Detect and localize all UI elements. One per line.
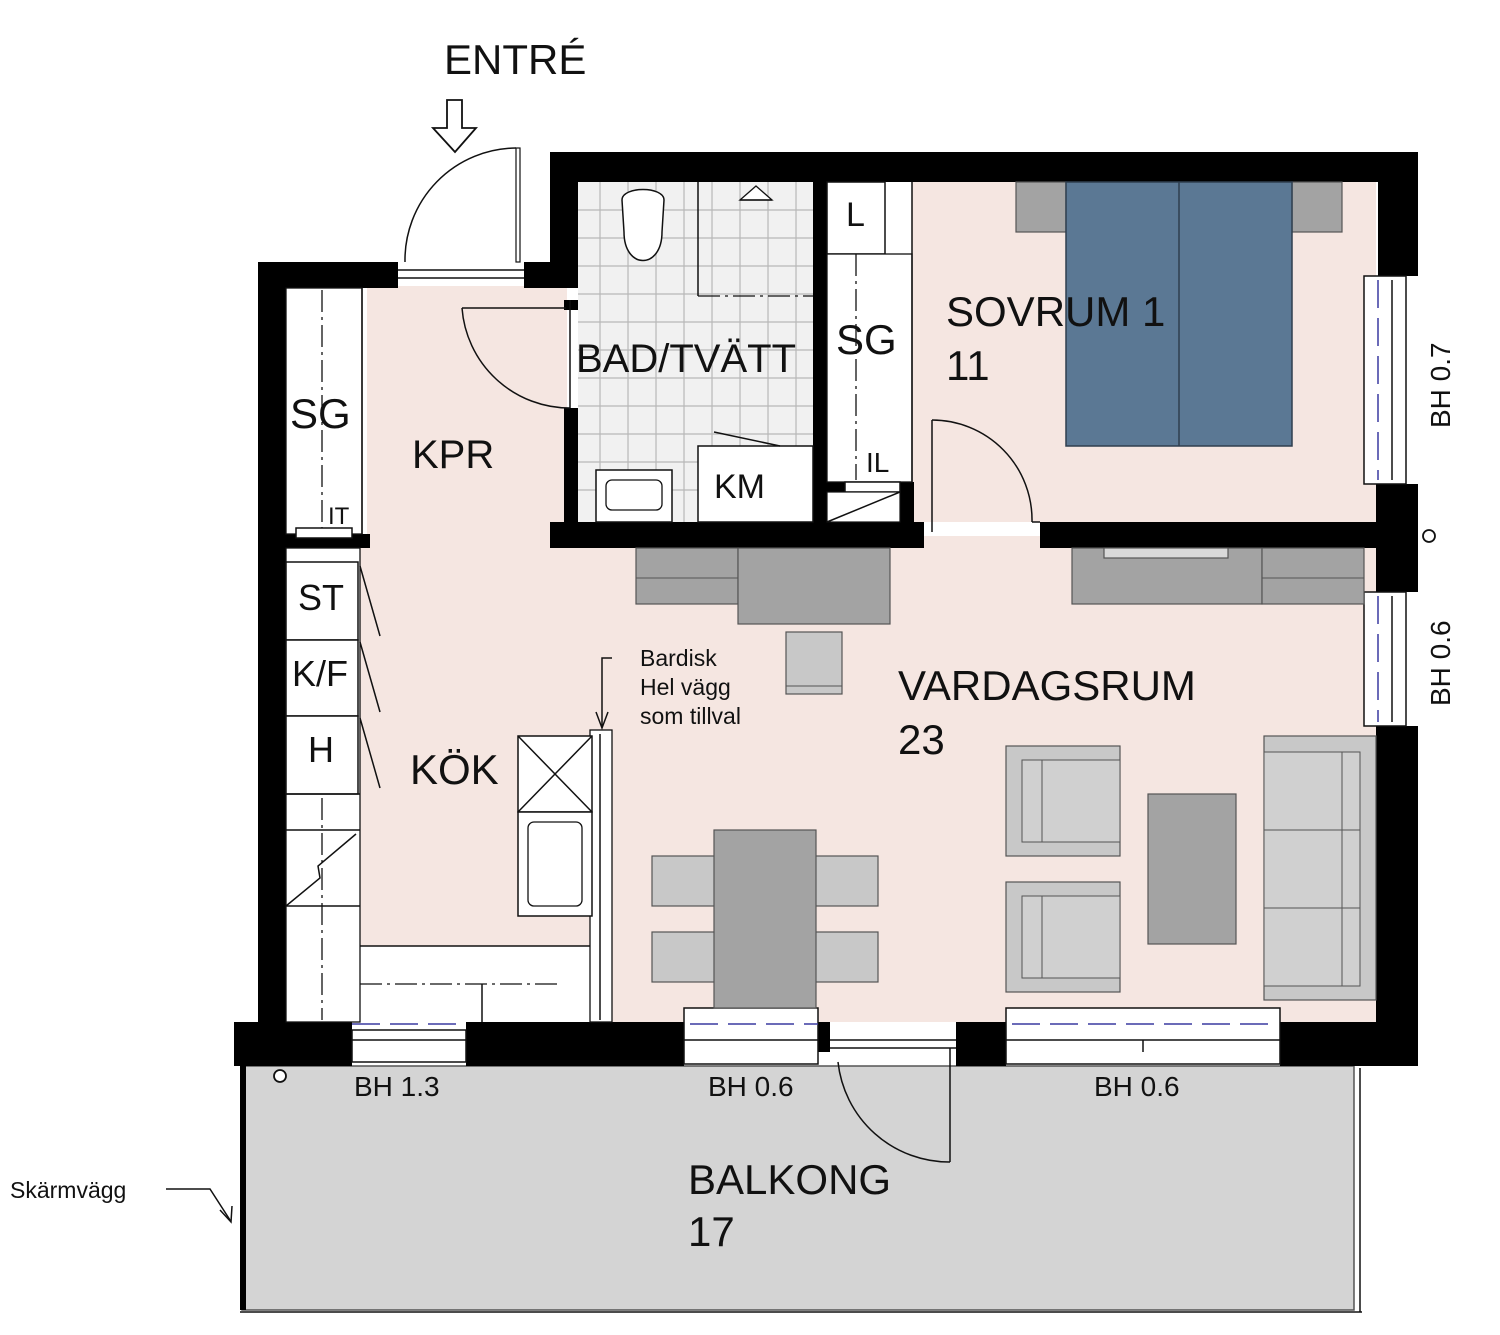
kpr-label: KPR [412, 433, 494, 477]
window-vardagsrum-side-label: BH 0.6 [1425, 620, 1456, 706]
balcony-door[interactable] [830, 1039, 956, 1163]
marker-circle-right [1422, 529, 1436, 543]
windows [351, 275, 1407, 1065]
kpr-floor [367, 286, 567, 536]
window-vardagsrum-side [1363, 591, 1407, 727]
shower-area [697, 182, 813, 297]
closet-l: L [826, 181, 886, 255]
kf-fridge [285, 639, 359, 717]
kitchen-cabinets: ST K/F H [285, 547, 590, 1023]
bed [1015, 181, 1343, 447]
toilet-icon [621, 188, 665, 262]
entrance-door[interactable] [398, 147, 524, 279]
h-label: H [308, 729, 334, 770]
sovrum-area: 11 [946, 342, 990, 389]
entre-label: ENTRÉ [444, 36, 586, 83]
armchair-upper [1005, 745, 1121, 857]
bad-tvatt-label: BAD/TVÄTT [576, 337, 796, 381]
balkong-label: BALKONG [688, 1156, 891, 1203]
bardisk-note-3: som tillval [640, 703, 741, 729]
closet-sg-kpr: SG [285, 287, 363, 535]
sg-kpr-label: SG [290, 390, 351, 437]
skarmvagg-label: Skärmvägg [10, 1177, 126, 1203]
window-living [1005, 1007, 1281, 1065]
closet-il: IL [826, 447, 901, 523]
bardisk-note-1: Bardisk [640, 645, 717, 671]
vardagsrum-area: 23 [898, 716, 945, 763]
h-cabinet [285, 715, 359, 795]
bardisk-pointer [595, 657, 612, 731]
window-living-label: BH 0.6 [1094, 1071, 1180, 1102]
kitchen-island [517, 729, 613, 1023]
l-label: L [846, 196, 865, 234]
km-label: KM [714, 468, 765, 506]
walls [234, 152, 1418, 1066]
balkong-area: 17 [688, 1208, 735, 1255]
it-label: IT [328, 503, 350, 530]
window-kok [351, 1029, 467, 1063]
window-dining-label: BH 0.6 [708, 1071, 794, 1102]
bathroom-door[interactable] [461, 300, 571, 409]
window-dining [683, 1007, 819, 1065]
sovrum-label: SOVRUM 1 [946, 288, 1165, 335]
marker-circle-left [273, 1069, 287, 1083]
storage-units [635, 547, 1365, 625]
vardagsrum-label: VARDAGSRUM [898, 662, 1196, 709]
floor-areas [240, 182, 1376, 1313]
km-washing-machine: KM [697, 431, 814, 523]
stool [785, 631, 843, 695]
sofa [1263, 735, 1377, 1001]
st-label: ST [298, 577, 344, 618]
entrance-arrow-icon [430, 99, 478, 154]
bedroom-door[interactable] [931, 419, 1040, 532]
kf-label: K/F [292, 653, 348, 694]
il-label: IL [866, 447, 889, 478]
it-cabinet: IT [295, 503, 353, 539]
skarmvagg-pointer [166, 1188, 233, 1224]
sg-sovrum-label: SG [836, 316, 897, 363]
bardisk-note-2: Hel vägg [640, 674, 731, 700]
coffee-table [1147, 793, 1237, 945]
window-kok-label: BH 1.3 [354, 1071, 440, 1102]
window-sovrum-side [1363, 275, 1407, 485]
closet-sg-sovrum: SG [826, 182, 913, 483]
dining-table [651, 829, 879, 1009]
st-cabinet [285, 561, 359, 641]
armchair-lower [1005, 881, 1121, 993]
window-sovrum-side-label: BH 0.7 [1425, 342, 1456, 428]
skarmvagg-wall [240, 1066, 246, 1310]
kok-label: KÖK [410, 746, 499, 793]
sink-icon [595, 469, 673, 523]
